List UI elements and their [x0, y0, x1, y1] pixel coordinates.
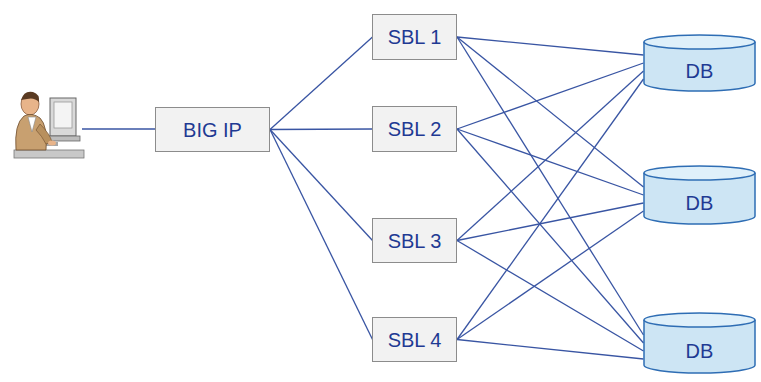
connector-line	[457, 211, 644, 340]
connector-line	[457, 37, 644, 335]
connector-line	[270, 128, 373, 130]
connector-line	[457, 241, 644, 352]
node-label: DB	[686, 192, 714, 214]
load-balancer-box: BIG IP	[155, 107, 270, 152]
server-box: SBL 1	[372, 14, 457, 60]
database-cylinder: DB	[643, 34, 756, 92]
connector-line	[270, 130, 373, 241]
node-label: SBL 3	[388, 230, 442, 252]
node-label: DB	[686, 340, 714, 362]
server-box: SBL 2	[372, 106, 457, 152]
connector-line	[457, 71, 644, 241]
database-cylinder: DB	[643, 165, 756, 225]
connector-line	[457, 37, 644, 55]
user-at-computer	[14, 92, 84, 158]
node-label: SBL 4	[388, 329, 442, 351]
connector-line	[457, 129, 644, 343]
connector-line	[457, 37, 644, 187]
connector-line	[457, 340, 644, 360]
user-link	[82, 128, 155, 130]
database-cylinder: DB	[643, 312, 756, 374]
node-label: SBL 2	[388, 118, 442, 140]
connector-line	[457, 79, 644, 340]
connector-line	[270, 37, 373, 130]
server-box: SBL 4	[372, 317, 457, 362]
node-label: SBL 1	[388, 26, 442, 48]
server-box: SBL 3	[372, 218, 457, 263]
node-label: BIG IP	[183, 119, 242, 141]
node-label: DB	[686, 60, 714, 82]
connector-line	[270, 130, 373, 340]
